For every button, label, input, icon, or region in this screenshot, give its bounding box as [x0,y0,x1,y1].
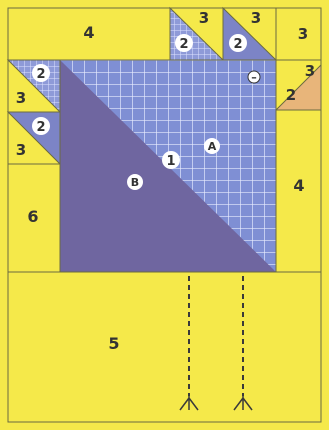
label-left-tri-1-small: 2 [32,64,50,82]
svg-text:2: 2 [36,120,45,135]
label-top-tri-2-small: 2 [229,34,247,52]
label-grid-half: A [204,138,220,154]
label-right-tri-big: 3 [305,62,315,80]
label-left-tri-1-big: 3 [16,89,26,107]
top-triangle-unit-2 [223,8,276,60]
label-right-tri-small: 2 [286,86,296,104]
label-top-right-corner: 3 [298,25,308,43]
svg-text:2: 2 [233,37,242,52]
label-top-tri-1-small: 2 [175,34,193,52]
svg-text:1: 1 [166,154,175,169]
bottom-block [8,272,321,422]
label-top-left-block: 4 [83,23,94,42]
label-center-piece: 1 [162,151,180,169]
label-solid-half: B [127,174,143,190]
svg-text:2: 2 [179,37,188,52]
label-left-block: 6 [27,207,38,226]
label-left-tri-2-big: 3 [16,141,26,159]
label-bottom-block: 5 [108,334,119,353]
label-top-tri-2-big: 3 [251,9,261,27]
svg-text:A: A [208,140,217,153]
svg-text:–: – [251,71,257,84]
svg-text:B: B [131,176,139,189]
label-left-tri-2-small: 2 [32,117,50,135]
label-top-tri-1-big: 3 [199,9,209,27]
label-right-block: 4 [293,176,304,195]
top-triangle-unit-1 [170,8,223,60]
svg-text:2: 2 [36,67,45,82]
